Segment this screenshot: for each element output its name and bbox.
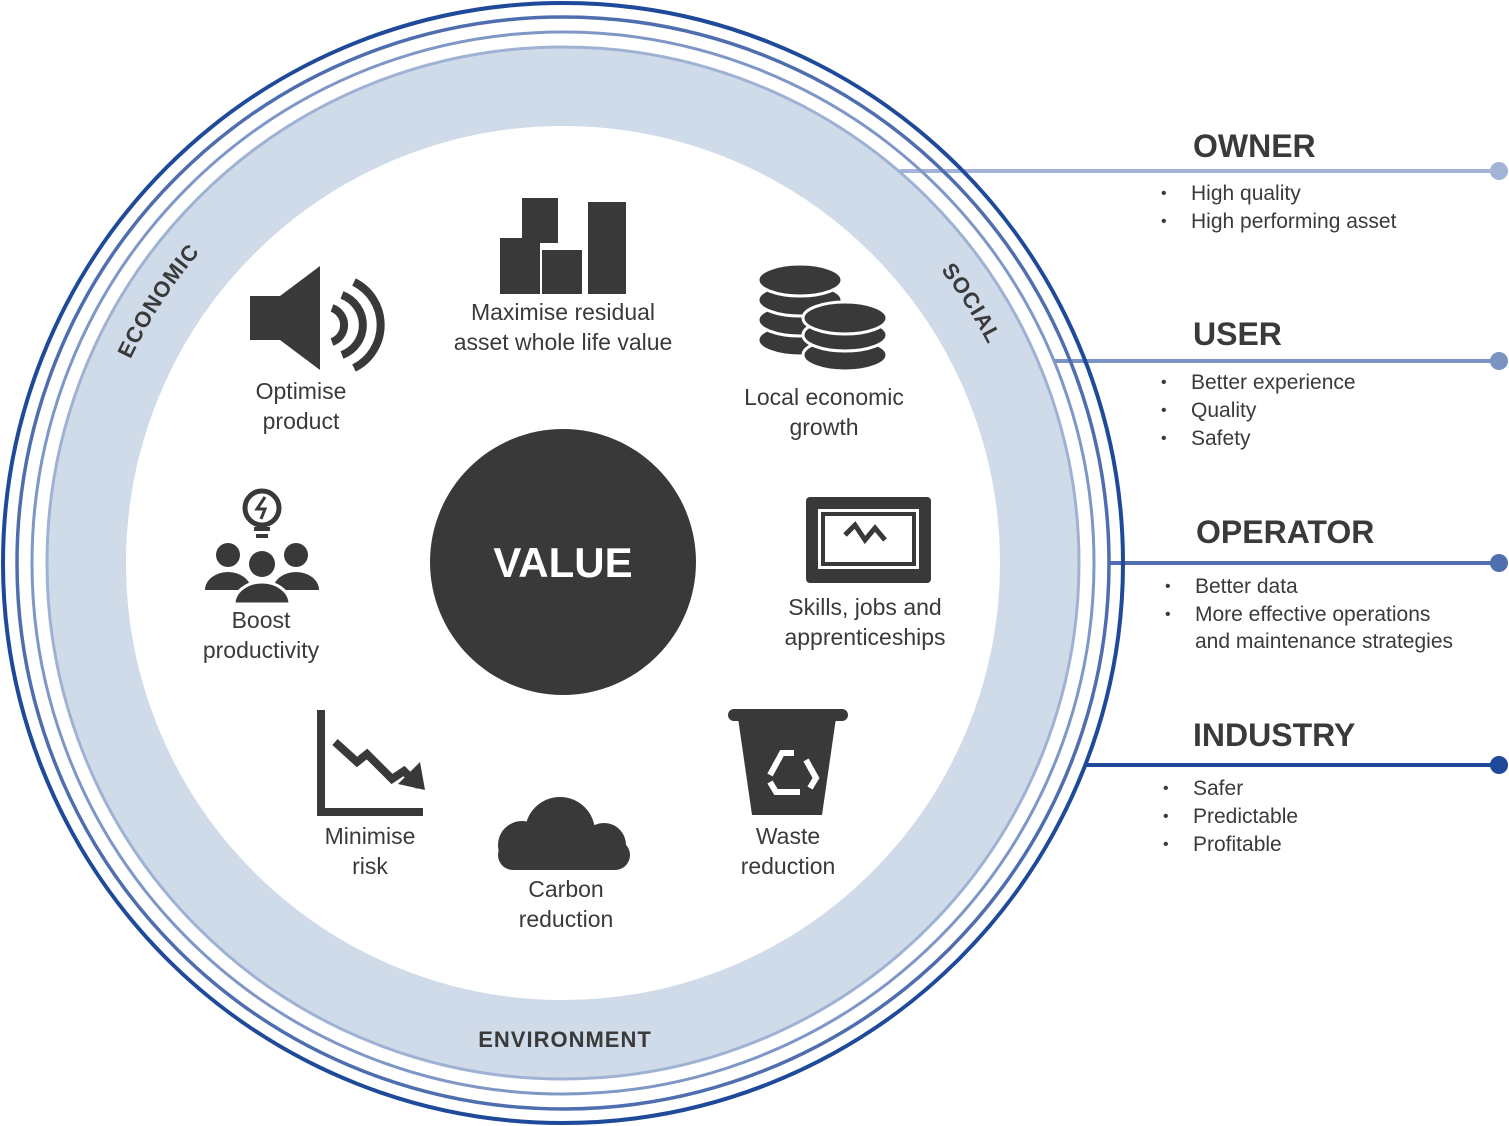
downtrend-chart-icon (317, 710, 425, 816)
owner-dot (1490, 162, 1508, 180)
user-dot (1490, 352, 1508, 370)
benefit-skills-jobs: Skills, jobs and apprenticeships (784, 592, 945, 652)
benefit-line: product (262, 408, 340, 434)
recycle-bin-icon (728, 709, 848, 815)
benefit-line: Optimise (255, 378, 347, 404)
ring-industry (1, 1, 1125, 1125)
ring-operator (15, 15, 1111, 1111)
ring-user (30, 30, 1096, 1096)
benefit-line: Maximise residual (470, 299, 656, 325)
cloud-icon (498, 797, 630, 870)
benefit-line: risk (352, 853, 388, 879)
benefit-line: reduction (740, 853, 836, 879)
team-idea-icon (205, 488, 319, 606)
speaker-icon (250, 266, 385, 372)
environment-label: ENVIRONMENT (478, 1027, 652, 1052)
benefit-line: Local economic (744, 384, 904, 410)
benefit-line: Boost (231, 607, 291, 633)
benefit-line: growth (789, 414, 859, 440)
benefit-minimise-risk: Minimise risk (325, 821, 416, 881)
benefit-line: apprenticeships (784, 624, 946, 650)
benefit-optimise-product: Optimise product (256, 376, 347, 436)
benefit-line: Carbon (528, 876, 604, 902)
benefit-line: Minimise (324, 823, 416, 849)
whiteboard-icon (806, 497, 931, 583)
ring-owner (45, 45, 1081, 1081)
value-circle (430, 429, 696, 695)
benefit-line: productivity (202, 637, 320, 663)
benefit-line: Waste (755, 823, 821, 849)
benefit-line: asset whole life value (453, 329, 673, 355)
buildings-icon (500, 198, 626, 294)
benefit-waste-reduction: Waste reduction (741, 821, 836, 881)
industry-dot (1490, 756, 1508, 774)
pillar-band (48, 48, 1078, 1078)
operator-dot (1490, 554, 1508, 572)
value-label: VALUE (493, 539, 632, 586)
benefit-boost-productivity: Boost productivity (203, 605, 319, 665)
benefit-line: Skills, jobs and (788, 594, 942, 620)
benefit-maximise-residual-value: Maximise residual asset whole life value (454, 297, 673, 357)
benefit-local-economic-growth: Local economic growth (744, 382, 904, 442)
benefit-carbon-reduction: Carbon reduction (519, 874, 614, 934)
coins-icon (756, 262, 889, 373)
benefit-line: reduction (518, 906, 614, 932)
